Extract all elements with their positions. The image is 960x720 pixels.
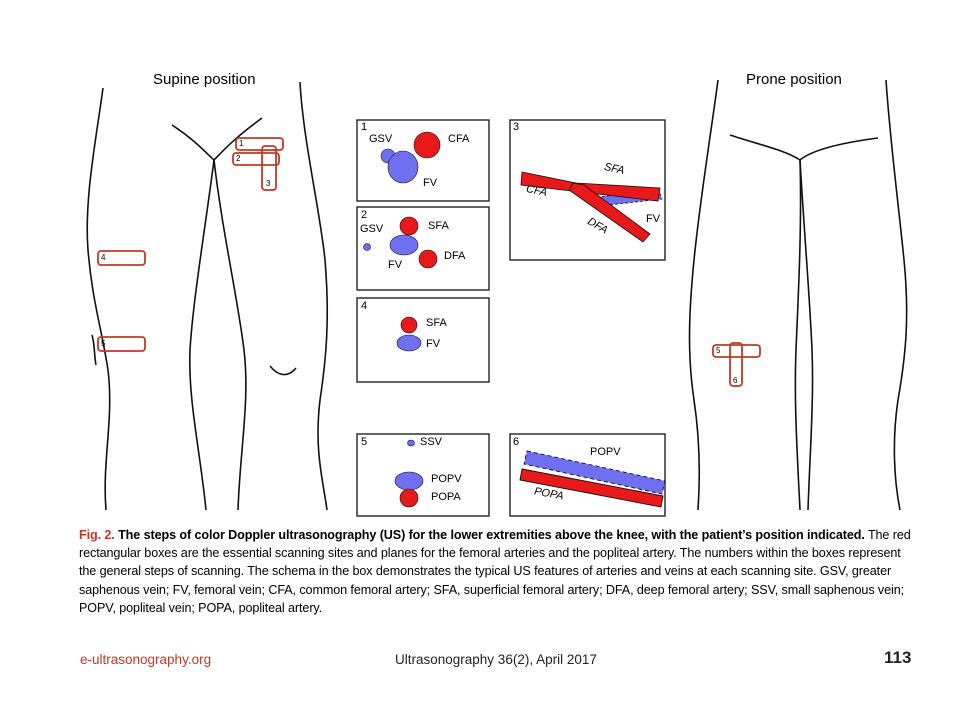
prone-site-label-6: 6 (733, 376, 738, 385)
panel-4-sfa (400, 316, 418, 334)
site-label-1: 1 (239, 139, 244, 148)
footer-website: e-ultrasonography.org (80, 652, 212, 667)
prone-site-box-5 (712, 344, 761, 358)
caption-body: The red rectangular boxes are the essent… (79, 528, 911, 615)
panel-2-gsv (363, 243, 371, 251)
prone-legs-outline (688, 79, 908, 511)
panel-6-popa (519, 468, 664, 508)
footer-page-number: 113 (884, 648, 912, 667)
panel-4-fv (396, 334, 422, 352)
caption-title: The steps of color Doppler ultrasonograp… (118, 528, 865, 542)
prone-heading: Prone position (746, 71, 842, 88)
panel-2-sfa-label: SFA (428, 220, 449, 232)
panel-3-fv-label: FV (646, 213, 661, 225)
panel-4-frame (356, 297, 490, 383)
panel-6-popv (523, 450, 666, 495)
panel-1-cfa-label: CFA (448, 133, 470, 145)
panel-1-frame (356, 119, 490, 202)
site-label-5: 5 (101, 339, 106, 348)
panel-4-fv-label: FV (426, 338, 441, 350)
panel-2-sfa (399, 216, 419, 236)
panel-6-number: 6 (513, 436, 520, 448)
panel-2-vessels (363, 216, 438, 269)
panel-5-popa (399, 488, 419, 508)
site-label-2: 2 (236, 154, 241, 163)
caption-figure-label: Fig. 2. (79, 528, 115, 542)
footer-journal: Ultrasonography 36(2), April 2017 (395, 652, 597, 667)
panel-4-vessels (396, 316, 422, 352)
panel-4-number: 4 (361, 300, 368, 312)
panel-2-fv (389, 234, 419, 256)
panel-6-frame (509, 433, 666, 517)
panel-2-dfa (418, 249, 438, 269)
panel-5-popv (394, 471, 424, 491)
panel-2-fv-label: FV (388, 259, 403, 271)
site-box-2 (232, 152, 280, 166)
panel-5-popv-label: POPV (431, 473, 462, 485)
site-box-4 (97, 250, 146, 266)
panel-5-ssv-label: SSV (420, 436, 443, 448)
panel-1-cfa (413, 131, 441, 159)
panel-4-sfa-label: SFA (426, 317, 447, 329)
panel-5-ssv (407, 439, 415, 447)
site-label-4: 4 (101, 253, 106, 262)
panel-5-frame (356, 433, 490, 517)
panel-1-gsv-label: GSV (369, 133, 393, 145)
panel-3-number: 3 (513, 121, 520, 133)
panel-5-number: 5 (361, 436, 368, 448)
panel-2-gsv-label: GSV (360, 223, 384, 235)
figure-caption: Fig. 2. The steps of color Doppler ultra… (79, 526, 919, 617)
panel-3-frame (509, 119, 666, 261)
supine-heading: Supine position (153, 71, 256, 88)
panel-frames (356, 119, 666, 517)
prone-site-box-6 (729, 342, 743, 387)
panel-3-dfa (568, 182, 651, 243)
panel-1-number: 1 (361, 121, 368, 133)
panel-5-popa-label: POPA (431, 491, 461, 503)
supine-legs-outline (86, 81, 329, 511)
panel-2-dfa-label: DFA (444, 250, 466, 262)
panel-3-sfa-cfa (520, 171, 661, 202)
panel-2-number: 2 (361, 209, 368, 221)
panel-2-frame (356, 206, 490, 291)
panel-1-fv-label: FV (423, 177, 438, 189)
site-box-5 (97, 336, 146, 352)
prone-site-boxes (712, 342, 761, 387)
panel-5-vessels (394, 439, 424, 508)
panel-3-vessels (520, 171, 663, 243)
site-box-3 (261, 145, 277, 191)
site-label-3: 3 (266, 179, 271, 188)
panel-1-fv (387, 150, 419, 184)
prone-site-label-5: 5 (716, 346, 721, 355)
panel-1-vessels (380, 131, 441, 184)
site-box-1 (235, 137, 284, 151)
panel-6-popv-label: POPV (590, 446, 621, 458)
supine-site-boxes (97, 137, 284, 352)
panel-6-vessels (519, 450, 666, 508)
